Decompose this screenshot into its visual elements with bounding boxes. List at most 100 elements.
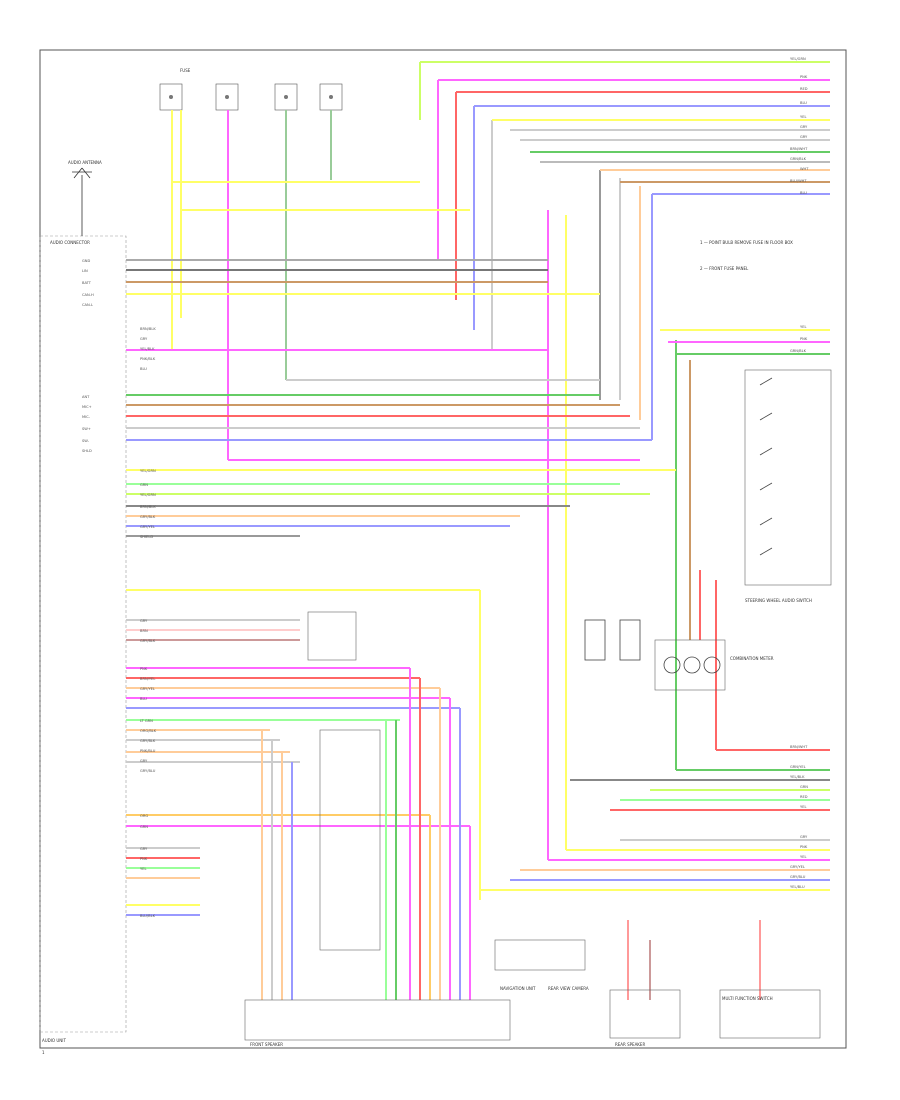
svg-text:PNK: PNK <box>800 845 808 849</box>
svg-text:BATT: BATT <box>82 281 92 285</box>
svg-text:GRY/BLK: GRY/BLK <box>140 515 156 519</box>
gauge-icon <box>663 656 721 674</box>
component-boxes <box>244 369 832 1041</box>
svg-text:WHT: WHT <box>800 167 809 171</box>
svg-text:FRONT SPEAKER: FRONT SPEAKER <box>250 1042 283 1047</box>
svg-text:YEL: YEL <box>800 855 806 859</box>
svg-text:GRY: GRY <box>140 337 148 341</box>
svg-text:1 — POINT BULB REMOVE FUSE IN: 1 — POINT BULB REMOVE FUSE IN FLOOR BOX <box>700 240 793 245</box>
svg-text:GRY/BLU: GRY/BLU <box>790 875 806 879</box>
left-pin-labels: GND LIN BATT CAN-H CAN-L BRN/BLK GRY YEL… <box>82 259 157 918</box>
svg-text:PNK/BLU: PNK/BLU <box>140 749 156 753</box>
svg-text:GRY: GRY <box>800 835 808 839</box>
svg-text:LIN: LIN <box>82 269 88 273</box>
svg-text:BRN/BLK: BRN/BLK <box>140 327 156 331</box>
svg-text:YEL/BLK: YEL/BLK <box>790 775 805 779</box>
svg-text:FUSE: FUSE <box>180 68 191 73</box>
svg-text:PNK: PNK <box>140 667 148 671</box>
svg-text:LT GRN: LT GRN <box>140 719 153 723</box>
vertical-wires-lower <box>261 590 761 1000</box>
svg-text:YEL: YEL <box>800 325 806 329</box>
svg-text:YEL: YEL <box>800 115 806 119</box>
component-labels: AUDIO CONNECTOR STEERING WHEEL AUDIO SWI… <box>42 68 812 1055</box>
svg-text:BRN/BLK: BRN/BLK <box>140 505 156 509</box>
svg-text:PNK: PNK <box>800 337 808 341</box>
svg-text:GRY: GRY <box>140 759 148 763</box>
svg-text:AUDIO UNIT: AUDIO UNIT <box>42 1038 66 1043</box>
horizontal-wires-upper <box>126 61 830 461</box>
svg-text:1: 1 <box>42 1050 45 1055</box>
svg-text:GRN: GRN <box>140 483 148 487</box>
svg-text:SHIELD: SHIELD <box>140 535 153 539</box>
antenna-icon <box>72 167 92 236</box>
svg-text:RED: RED <box>800 87 808 91</box>
svg-text:GRY/YEL: GRY/YEL <box>790 865 805 869</box>
diagram-frame <box>39 49 847 1049</box>
svg-text:BLU: BLU <box>140 697 147 701</box>
svg-text:REAR VIEW CAMERA: REAR VIEW CAMERA <box>548 986 589 991</box>
svg-text:BRN: BRN <box>140 629 148 633</box>
svg-text:PNK: PNK <box>140 857 148 861</box>
speaker-icon <box>584 619 641 661</box>
svg-text:GRN/YEL: GRN/YEL <box>790 765 806 769</box>
svg-text:YEL/GRN: YEL/GRN <box>140 469 156 473</box>
svg-text:ORG/BLK: ORG/BLK <box>140 729 157 733</box>
svg-text:GRY: GRY <box>140 847 148 851</box>
horizontal-wires-lower <box>126 667 830 916</box>
svg-text:BLU: BLU <box>800 191 807 195</box>
right-wire-codes: YEL/GRN PNK RED BLU YEL GRY GRY BRN/WHT … <box>790 57 809 889</box>
svg-text:CAN-H: CAN-H <box>82 293 94 297</box>
svg-text:YEL/BLK: YEL/BLK <box>140 347 155 351</box>
svg-text:SW+: SW+ <box>82 427 91 431</box>
svg-text:STEERING WHEEL AUDIO SWITCH: STEERING WHEEL AUDIO SWITCH <box>745 598 812 603</box>
svg-text:COMBINATION METER: COMBINATION METER <box>730 656 774 661</box>
svg-text:CAN-L: CAN-L <box>82 303 93 307</box>
svg-text:GRY/YEL: GRY/YEL <box>140 687 155 691</box>
svg-text:AUDIO CONNECTOR: AUDIO CONNECTOR <box>50 240 90 245</box>
svg-text:YEL: YEL <box>800 805 806 809</box>
svg-text:GRY: GRY <box>800 135 808 139</box>
svg-text:MIC+: MIC+ <box>82 405 92 409</box>
svg-text:GRY: GRY <box>800 125 808 129</box>
svg-text:GRN: GRN <box>140 825 148 829</box>
svg-text:BLU: BLU <box>800 101 807 105</box>
svg-text:RED: RED <box>800 795 808 799</box>
svg-text:BRN/YEL: BRN/YEL <box>140 677 155 681</box>
svg-text:ORG: ORG <box>140 814 148 818</box>
switch-icon <box>759 377 773 556</box>
audio-unit-block <box>39 235 127 1033</box>
svg-text:GRY/BLK: GRY/BLK <box>140 739 156 743</box>
svg-text:PNK: PNK <box>800 75 808 79</box>
svg-text:GRY: GRY <box>140 619 148 623</box>
svg-text:YEL/BLU: YEL/BLU <box>790 885 805 889</box>
svg-text:REAR SPEAKER: REAR SPEAKER <box>615 1042 645 1047</box>
svg-text:PNK/BLK: PNK/BLK <box>140 357 156 361</box>
fuse-icon <box>169 95 333 99</box>
svg-text:SHLD: SHLD <box>82 449 92 453</box>
svg-text:MULTI FUNCTION SWITCH: MULTI FUNCTION SWITCH <box>722 996 773 1001</box>
svg-text:ANT: ANT <box>82 395 90 399</box>
svg-text:BLU/BLK: BLU/BLK <box>140 914 156 918</box>
svg-text:MIC-: MIC- <box>82 415 91 419</box>
vertical-wires <box>171 62 717 860</box>
svg-text:GRY/BLK: GRY/BLK <box>140 639 156 643</box>
antenna-label: AUDIO ANTENNA <box>68 160 102 165</box>
svg-text:GRY/BLU: GRY/BLU <box>140 769 156 773</box>
svg-text:YEL/GRN: YEL/GRN <box>140 493 156 497</box>
svg-text:GRN: GRN <box>800 785 808 789</box>
svg-text:SW-: SW- <box>82 439 90 443</box>
horizontal-wires-middle <box>126 469 830 811</box>
svg-text:BRN/WHT: BRN/WHT <box>790 147 808 151</box>
svg-text:GRN/BLK: GRN/BLK <box>790 157 807 161</box>
svg-text:GRN/BLK: GRN/BLK <box>790 349 807 353</box>
svg-text:YEL: YEL <box>140 867 146 871</box>
svg-text:BLU/WHT: BLU/WHT <box>790 179 807 183</box>
svg-text:BRN/WHT: BRN/WHT <box>790 745 808 749</box>
svg-text:GRY/YEL: GRY/YEL <box>140 525 155 529</box>
svg-text:BLU: BLU <box>140 367 147 371</box>
svg-text:2 — FRONT FUSE PANEL: 2 — FRONT FUSE PANEL <box>700 266 749 271</box>
top-fuse-group <box>159 83 343 111</box>
svg-text:NAVIGATION UNIT: NAVIGATION UNIT <box>500 986 536 991</box>
svg-text:YEL/GRN: YEL/GRN <box>790 57 806 61</box>
